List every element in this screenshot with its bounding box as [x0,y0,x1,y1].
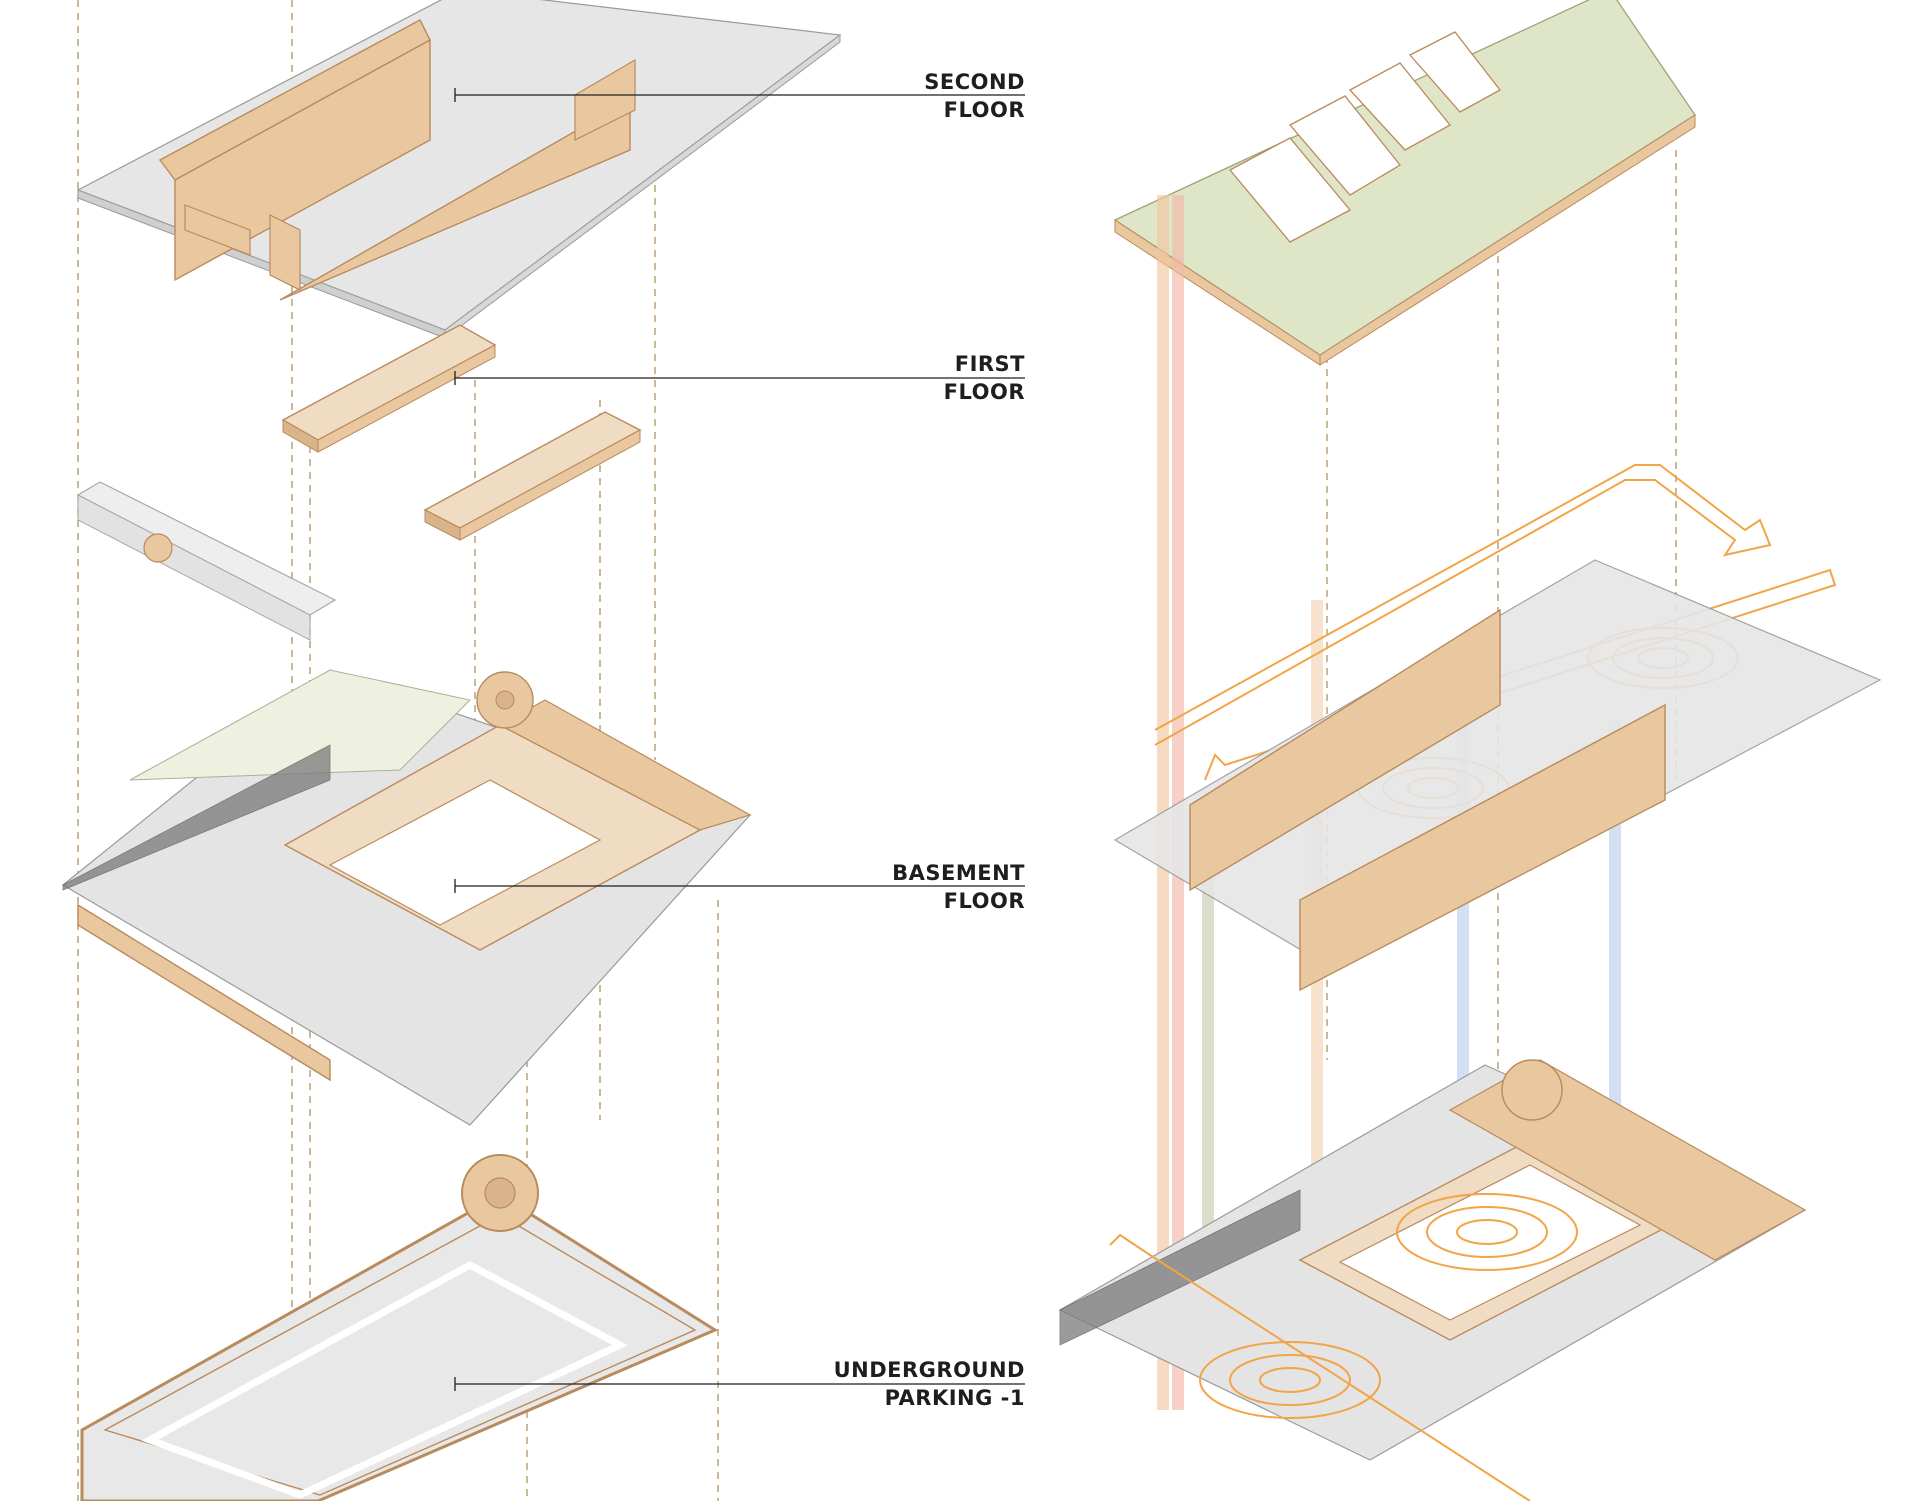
label-underground-parking: UNDERGROUND PARKING -1 [800,1356,1025,1412]
green-roof [1113,0,1696,366]
label-second-floor-line2: FLOOR [943,98,1025,122]
label-first-floor: FIRST FLOOR [860,350,1025,406]
basement-floor-leader [454,879,1025,893]
label-first-floor-line2: FLOOR [943,380,1025,404]
underground-parking [80,1154,719,1501]
label-underground-parking-line1: UNDERGROUND [833,1358,1025,1382]
label-first-floor-line1: FIRST [954,352,1025,376]
underground-parking-leader [454,1377,1025,1391]
ground-floor-right [1058,1059,1807,1461]
upper-floor-right [1113,559,1882,992]
label-second-floor: SECOND FLOOR [860,68,1025,124]
second-floor-leader [454,88,1025,102]
label-underground-parking-line2: PARKING -1 [884,1386,1025,1410]
label-basement-floor-line2: FLOOR [943,889,1025,913]
label-basement-floor-line1: BASEMENT [892,861,1025,885]
label-basement-floor: BASEMENT FLOOR [860,859,1025,915]
basement-floor [61,669,752,1126]
label-second-floor-line1: SECOND [924,70,1025,94]
ground-circulation [1109,1193,1578,1501]
first-floor-leader [454,371,1025,385]
second-floor-plate [76,0,842,339]
first-floor-wings [76,324,642,641]
